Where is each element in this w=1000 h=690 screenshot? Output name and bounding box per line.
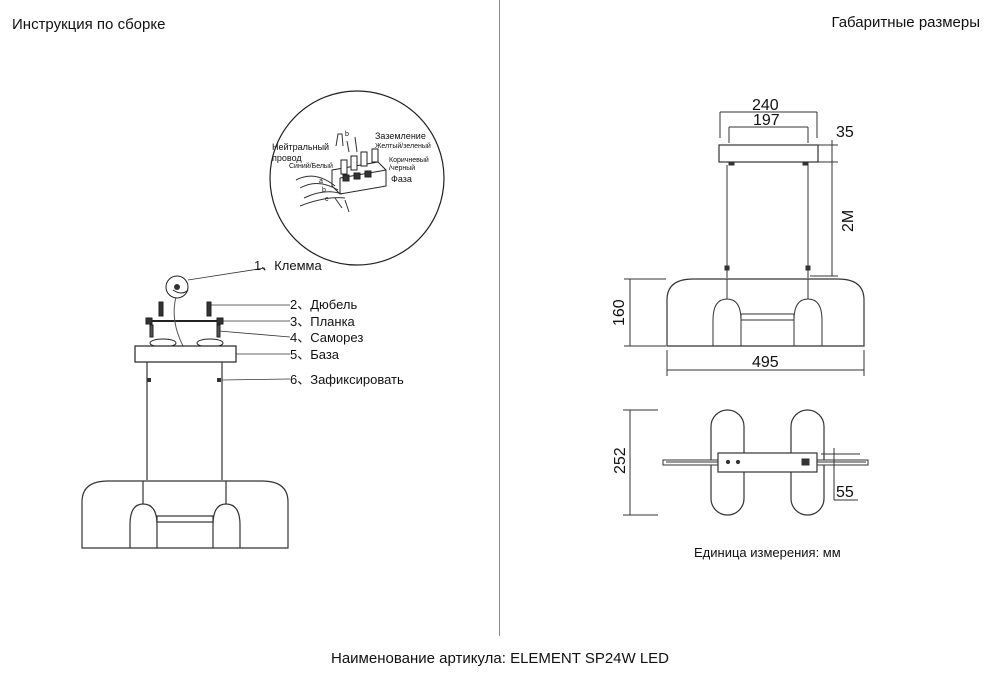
section-divider (499, 0, 500, 636)
dim-top-inner: 197 (753, 112, 780, 129)
phase-color-line2: /черный (389, 164, 415, 172)
wiring-detail: b a b c Нейтральный провод Синий/Белый З… (269, 90, 445, 266)
unit-note: Единица измерения: мм (694, 545, 841, 560)
dim-body-width: 495 (752, 354, 779, 371)
dim-bracket-depth: 55 (836, 484, 854, 501)
svg-text:c: c (325, 196, 329, 203)
plan-view (623, 409, 869, 516)
svg-text:b: b (322, 187, 326, 194)
fixing-screw-right (217, 378, 221, 382)
phase-label: Фаза (391, 174, 412, 184)
assembly-title: Инструкция по сборке (12, 16, 166, 33)
dim-canopy-height: 35 (836, 124, 854, 141)
dim-plan-depth: 252 (612, 447, 629, 474)
terminal-marker (165, 275, 189, 299)
product-name: Наименование артикула: ELEMENT SP24W LED (330, 650, 670, 667)
neutral-color-label: Синий/Белый (289, 162, 333, 170)
part-label-bar: 3、Планка (290, 314, 356, 329)
dimensions-title: Габаритные размеры (831, 14, 980, 31)
lamp-body (81, 480, 289, 549)
dim-top-outer: 240 (752, 97, 779, 114)
neutral-label-line2: провод (272, 153, 302, 163)
ground-label: Заземление (375, 131, 426, 141)
part-label-terminal: 1、Клемма (254, 258, 322, 273)
dim-body-height: 160 (611, 299, 628, 326)
part-label-dowel: 2、Дюбель (290, 297, 357, 312)
canopy-base (134, 345, 237, 363)
part-label-fix: 6、Зафиксировать (290, 372, 404, 387)
mounting-hardware (145, 296, 224, 348)
dim-cable-length: 2M (840, 210, 857, 232)
neutral-label-line1: Нейтральный (272, 142, 329, 152)
part-label-base: 5、База (290, 347, 340, 362)
svg-text:a: a (319, 178, 323, 185)
ground-color-label: Желтый/зеленый (375, 142, 431, 150)
phase-color-line1: Коричневый (389, 156, 429, 164)
svg-text:b: b (345, 131, 349, 138)
fixing-screw-left (147, 378, 151, 382)
part-label-screw: 4、Саморез (290, 330, 363, 345)
front-view (624, 111, 865, 376)
